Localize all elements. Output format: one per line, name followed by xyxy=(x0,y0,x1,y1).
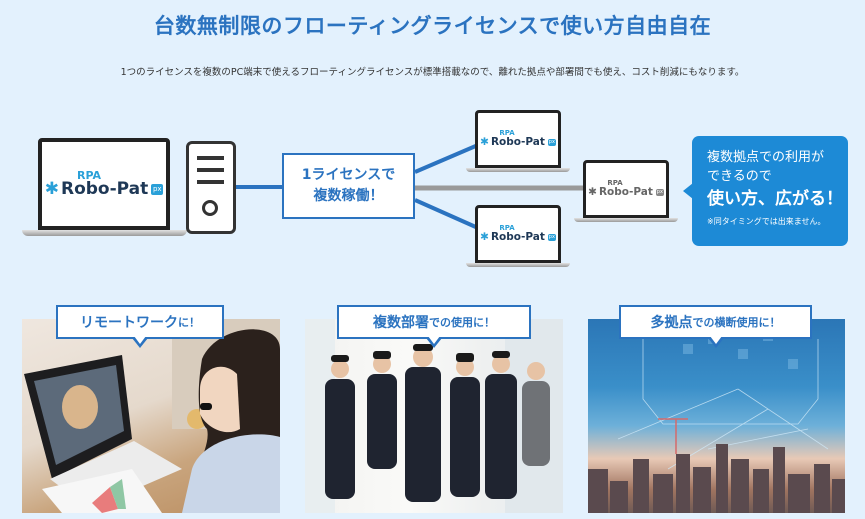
tag-remote-work: リモートワーク に！ xyxy=(56,305,224,348)
lead-text: 1つのライセンスを複数のPC端末で使えるフローティングライセンスが標準搭載なので… xyxy=(120,67,745,78)
server-tower-icon xyxy=(186,141,236,234)
woman-video-call-photo xyxy=(22,319,280,513)
main-laptop: RPA ✱ Robo-Pat px xyxy=(22,138,187,236)
remote-laptop: RPA ✱ Robo-Pat px xyxy=(574,160,678,222)
photo-scene xyxy=(24,319,280,513)
logo-rpa: RPA xyxy=(76,169,102,182)
license-callout: 1ライセンスで 複数稼働！ xyxy=(282,153,415,219)
px-badge: px xyxy=(151,184,164,195)
robo-pat-logo: ✱ Robo-Pat px xyxy=(480,136,556,149)
client-laptop-top: RPA ✱ Robo-Pat px xyxy=(466,110,570,172)
robo-pat-logo: ✱ Robo-Pat px xyxy=(480,231,556,244)
gear-icon: ✱ xyxy=(480,231,489,244)
gear-icon: ✱ xyxy=(480,136,489,149)
business-team-photo xyxy=(305,319,563,513)
benefit-speech-bubble: 複数拠点での利用が できるので 使い方、広がる！ ※同タイミングでは出来ません。 xyxy=(683,136,848,246)
tag-multi-site: 多拠点 での横断使用に！ xyxy=(619,305,812,348)
gear-icon: ✱ xyxy=(588,186,597,199)
box-to-bottom-laptop-line xyxy=(414,198,479,230)
robo-pat-logo: ✱ Robo-Pat px xyxy=(44,179,164,199)
city-network-photo xyxy=(588,319,845,513)
robo-pat-logo: ✱ Robo-Pat px xyxy=(588,186,664,199)
client-laptop-bottom: RPA ✱ Robo-Pat px xyxy=(466,205,570,267)
gear-icon: ✱ xyxy=(44,179,59,199)
tag-multiple-departments: 複数部署 での使用に！ xyxy=(337,305,531,348)
box-to-top-laptop-line xyxy=(414,143,479,174)
photo-scene xyxy=(305,319,563,513)
photo-scene xyxy=(588,329,845,513)
page-title: 台数無制限のフローティングライセンスで使い方自由自在 xyxy=(153,14,712,38)
